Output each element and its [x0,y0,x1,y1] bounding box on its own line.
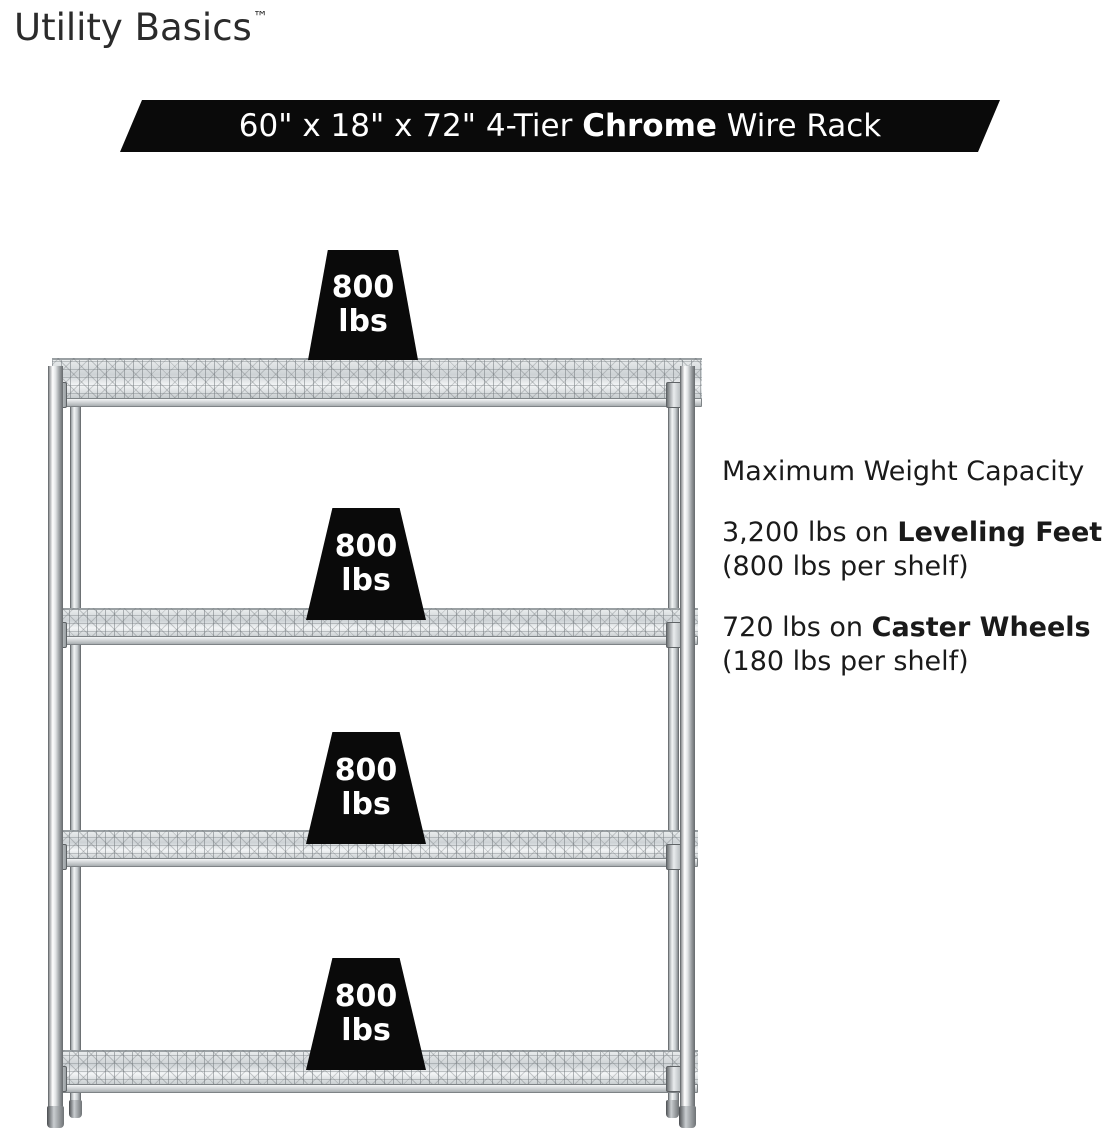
rack-post-back-right [668,364,679,1104]
capacity-badge-tier-4-unit: lbs [341,1013,391,1048]
product-title-banner: 60" x 18" x 72" 4-Tier Chrome Wire Rack [120,100,1000,152]
caster-wheels-lead: 720 lbs on [722,611,872,643]
shelf-4-front-lip [60,1084,698,1093]
capacity-badge-tier-2-value: 800 [334,529,398,565]
capacity-badge-tier-3-value: 800 [334,753,398,789]
shelf-2-front-lip [60,636,698,645]
capacity-heading: Maximum Weight Capacity [722,456,1085,487]
capacity-badge-tier-4: 800 lbs [306,958,426,1070]
product-title-emphasis: Chrome [582,108,717,144]
capacity-info-block: Maximum Weight Capacity 3,200 lbs on Lev… [722,455,1120,680]
leveling-foot-back-left [69,1100,82,1118]
product-title-text: 60" x 18" x 72" 4-Tier Chrome Wire Rack [239,108,881,144]
capacity-badge-tier-1-value: 800 [331,270,395,306]
shelf-1-front-lip [52,398,702,407]
shelf-tier-1 [52,358,702,407]
leveling-foot-front-left [47,1106,64,1128]
brand-wordmark: Utility Basics™ [14,6,268,49]
caster-wheels-capacity: 720 lbs on Caster Wheels (180 lbs per sh… [722,611,1120,680]
capacity-badge-tier-3-unit: lbs [341,787,391,822]
caster-wheels-tail: (180 lbs per shelf) [722,646,969,678]
capacity-badge-tier-3: 800 lbs [306,732,426,844]
brand-name: Utility Basics [14,6,252,49]
capacity-badge-tier-1: 800 lbs [308,250,418,360]
leveling-feet-tail: (800 lbs per shelf) [722,551,969,583]
leveling-feet-lead: 3,200 lbs on [722,516,898,548]
leveling-feet-strong: Leveling Feet [897,516,1103,548]
capacity-badge-tier-2-unit: lbs [341,563,391,598]
leveling-foot-front-right [679,1106,696,1128]
wire-rack-illustration: 800 lbs 800 lbs 800 lbs 800 lbs [30,250,710,1140]
rack-post-front-left [48,366,63,1108]
rack-post-front-right [680,366,695,1108]
leveling-foot-back-right [666,1100,679,1118]
trademark-symbol: ™ [252,8,268,26]
capacity-badge-tier-1-unit: lbs [338,304,388,339]
leveling-feet-capacity: 3,200 lbs on Leveling Feet (800 lbs per … [722,516,1120,585]
shelf-3-front-lip [60,858,698,867]
rack-post-back-left [70,364,81,1104]
product-title-prefix: 60" x 18" x 72" 4-Tier [238,108,583,144]
capacity-badge-tier-2: 800 lbs [306,508,426,620]
caster-wheels-strong: Caster Wheels [871,611,1091,643]
product-title-suffix: Wire Rack [716,108,882,144]
capacity-badge-tier-4-value: 800 [334,979,398,1015]
shelf-1-mesh [52,358,702,400]
